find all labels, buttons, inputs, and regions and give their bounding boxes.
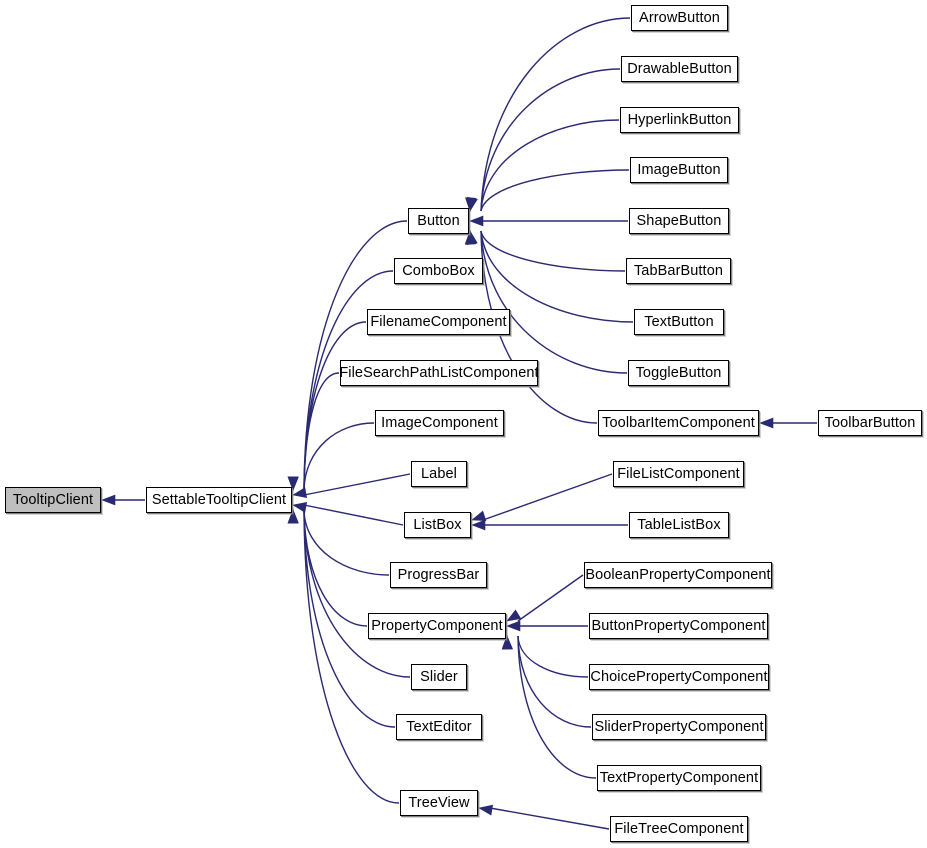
class-node-buttonpropertycomponent[interactable]: ButtonPropertyComponent: [589, 613, 768, 639]
class-node-label: ComboBox: [402, 262, 475, 279]
class-node-label: ImageComponent: [381, 414, 498, 431]
class-node-filetreecomponent[interactable]: FileTreeComponent: [610, 816, 748, 842]
inheritance-arrowhead: [478, 804, 493, 816]
class-node-label: ButtonPropertyComponent: [591, 617, 766, 634]
inheritance-arrowhead: [292, 487, 308, 499]
inheritance-edge: [303, 504, 404, 526]
class-node-label: TableListBox: [637, 516, 721, 533]
inheritance-arrowhead: [101, 494, 116, 506]
class-node-imagebutton[interactable]: ImageButton: [630, 157, 728, 183]
class-node-toolbarbutton[interactable]: ToolbarButton: [818, 410, 922, 436]
inheritance-arrowhead: [471, 510, 487, 522]
inheritance-edge: [303, 321, 367, 491]
class-node-label: TreeView: [408, 794, 470, 811]
class-node-label: TextButton: [644, 313, 714, 330]
class-node-button[interactable]: Button: [408, 208, 469, 234]
class-node-label: Button: [417, 212, 460, 229]
class-node-drawablebutton[interactable]: DrawableButton: [621, 56, 738, 82]
class-node-label: Label: [421, 465, 457, 482]
inheritance-arrowhead: [467, 196, 478, 212]
class-node-settabletooltipclient[interactable]: SettableTooltipClient: [146, 487, 292, 513]
class-node-filesearchpathlistcomponent[interactable]: FileSearchPathListComponent: [339, 360, 539, 386]
class-node-label: ImageButton: [637, 161, 721, 178]
class-node-label: ToolbarButton: [824, 414, 916, 431]
inheritance-edge: [303, 509, 411, 678]
class-node-label: DrawableButton: [627, 60, 732, 77]
class-node-hyperlinkbutton[interactable]: HyperlinkButton: [620, 107, 739, 133]
inheritance-edge: [480, 230, 628, 374]
class-node-propertycomponent[interactable]: PropertyComponent: [368, 613, 506, 639]
class-node-label: BooleanPropertyComponent: [585, 566, 771, 583]
class-node-label: FileListComponent: [617, 465, 740, 482]
inheritance-edge: [303, 509, 390, 576]
class-node-label: FileSearchPathListComponent: [339, 364, 539, 381]
inheritance-arrowhead: [292, 502, 308, 513]
inheritance-edge: [480, 119, 620, 212]
inheritance-edge: [303, 509, 368, 627]
class-node-label: ProgressBar: [397, 566, 480, 583]
inheritance-edge: [517, 635, 597, 779]
inheritance-edge: [303, 372, 340, 491]
class-node-label: ChoicePropertyComponent: [590, 668, 768, 685]
class-node-treeview[interactable]: TreeView: [400, 790, 478, 816]
inheritance-edge: [303, 473, 411, 496]
inheritance-edge: [303, 422, 375, 491]
inheritance-edge: [480, 17, 631, 212]
class-node-tooltipclient[interactable]: TooltipClient: [5, 487, 101, 513]
class-node-filelistcomponent[interactable]: FileListComponent: [613, 461, 744, 487]
inheritance-edge: [482, 473, 613, 521]
class-node-shapebutton[interactable]: ShapeButton: [629, 208, 729, 234]
class-node-toolbaritemcomponent[interactable]: ToolbarItemComponent: [598, 410, 759, 436]
class-node-label: ToggleButton: [635, 364, 722, 381]
class-node-sliderpropertycomponent[interactable]: SliderPropertyComponent: [592, 714, 766, 740]
inheritance-edge: [480, 230, 626, 272]
class-node-slider[interactable]: Slider: [411, 664, 467, 690]
class-node-listbox[interactable]: ListBox: [404, 512, 471, 538]
class-node-label: TooltipClient: [12, 491, 94, 508]
class-node-label: SliderPropertyComponent: [594, 718, 764, 735]
class-node-textbutton[interactable]: TextButton: [634, 309, 724, 335]
inheritance-edge: [480, 68, 621, 212]
inheritance-edge: [480, 169, 630, 212]
class-node-label: TextEditor: [406, 718, 472, 735]
class-node-tablelistbox[interactable]: TableListBox: [629, 512, 729, 538]
inheritance-arrowhead: [759, 417, 774, 429]
class-node-label: ToolbarItemComponent: [602, 414, 755, 431]
class-node-label: HyperlinkButton: [627, 111, 732, 128]
class-node-choicepropertycomponent[interactable]: ChoicePropertyComponent: [589, 664, 769, 690]
class-node-arrowbutton[interactable]: ArrowButton: [631, 5, 728, 31]
class-node-progressbar[interactable]: ProgressBar: [390, 562, 487, 588]
class-node-label: ArrowButton: [639, 9, 720, 26]
class-node-texteditor[interactable]: TextEditor: [396, 714, 482, 740]
class-node-label: TextPropertyComponent: [599, 769, 759, 786]
inheritance-arrowhead: [469, 215, 484, 227]
class-node-label: ListBox: [413, 516, 462, 533]
class-node-label: Slider: [420, 668, 458, 685]
class-node-booleanpropertycomponent[interactable]: BooleanPropertyComponent: [584, 562, 772, 588]
inheritance-edge: [489, 807, 610, 830]
class-node-label: SettableTooltipClient: [151, 491, 287, 508]
class-node-label: FileTreeComponent: [614, 820, 744, 837]
inheritance-arrowhead: [506, 609, 522, 622]
class-node-combobox[interactable]: ComboBox: [394, 258, 483, 284]
class-node-label: PropertyComponent: [371, 617, 503, 634]
class-node-label: ShapeButton: [636, 212, 722, 229]
inheritance-edge: [303, 509, 400, 804]
class-node-imagecomponent[interactable]: ImageComponent: [375, 410, 504, 436]
inheritance-edge: [517, 635, 589, 678]
inheritance-arrowhead: [506, 620, 521, 632]
inheritance-edge: [303, 220, 408, 491]
class-node-label[interactable]: Label: [411, 461, 467, 487]
class-node-togglebutton[interactable]: ToggleButton: [628, 360, 729, 386]
class-node-tabbarbutton[interactable]: TabBarButton: [626, 258, 731, 284]
inheritance-edge: [517, 635, 592, 728]
class-node-label: TabBarButton: [633, 262, 724, 279]
inheritance-arrowhead: [471, 519, 486, 531]
class-node-label: FilenameComponent: [370, 313, 507, 330]
class-node-filenamecomponent[interactable]: FilenameComponent: [367, 309, 510, 335]
inheritance-edge: [517, 574, 584, 622]
class-node-textpropertycomponent[interactable]: TextPropertyComponent: [597, 765, 761, 791]
